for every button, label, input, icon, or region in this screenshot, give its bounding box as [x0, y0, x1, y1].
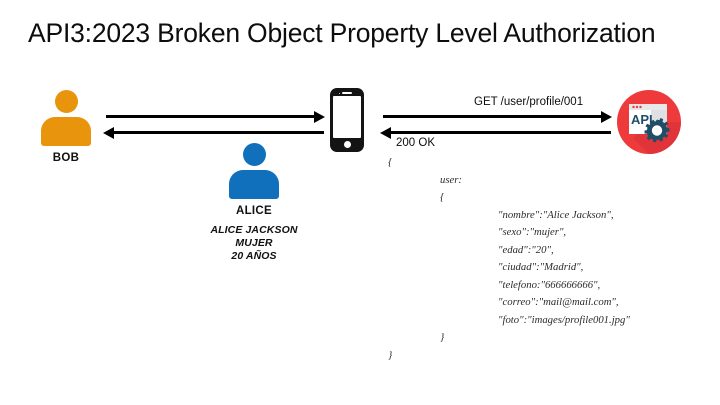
phone-to-server-request-arrow-line — [383, 115, 603, 118]
api-server-icon: API — [615, 88, 683, 156]
bob-head-icon — [55, 90, 78, 113]
response-json-line: "ciudad":"Madrid", — [498, 261, 584, 273]
response-json-line: { — [388, 156, 393, 168]
actor-alice-detail-name: ALICE JACKSON — [210, 224, 298, 236]
response-json-line: { — [440, 191, 445, 203]
phone-speaker-icon — [342, 92, 352, 95]
bob-to-phone-request-arrow-line — [106, 115, 316, 118]
response-json-body: { user: { "nombre":"Alice Jackson", "sexo":"… — [388, 154, 708, 364]
response-json-line: } — [440, 331, 445, 343]
response-json-line: } — [388, 348, 393, 361]
alice-head-icon — [243, 143, 266, 166]
phone-to-bob-response-arrow-line — [114, 131, 324, 134]
server-to-phone-response-arrow-head — [380, 126, 391, 139]
actor-alice-detail-age: 20 AÑOS — [231, 250, 277, 262]
page-title: API3:2023 Broken Object Property Level A… — [28, 18, 656, 48]
phone-screen — [333, 96, 361, 138]
svg-text:API: API — [631, 112, 653, 127]
request-label: GET /user/profile/001 — [474, 96, 584, 108]
response-label: 200 OK — [396, 137, 435, 149]
actor-alice-detail-gender: MUJER — [235, 237, 273, 249]
phone-to-server-request-arrow-head — [601, 110, 612, 123]
bob-body-icon — [41, 117, 91, 146]
response-json-line: "foto":"images/profile001.jpg" — [498, 313, 630, 326]
response-json-line: "nombre":"Alice Jackson", — [498, 208, 614, 221]
response-json-line: "correo":"mail@mail.com", — [498, 296, 619, 308]
response-json-line: "sexo":"mujer", — [498, 226, 567, 238]
actor-alice — [226, 143, 282, 199]
bob-to-phone-request-arrow-head — [314, 110, 325, 123]
response-json-line: "edad":"20", — [498, 243, 554, 256]
phone-to-bob-response-arrow-head — [103, 126, 114, 139]
smartphone-icon — [330, 88, 364, 152]
phone-camera-icon — [338, 92, 341, 95]
actor-bob-label: BOB — [52, 152, 80, 164]
response-json-line: user: — [440, 173, 462, 186]
actor-bob — [38, 90, 94, 146]
response-json-line: "telefono:"666666666", — [498, 278, 601, 291]
server-to-phone-response-arrow-line — [391, 131, 611, 134]
phone-home-button-icon — [343, 141, 351, 148]
alice-body-icon — [229, 170, 279, 199]
actor-alice-label: ALICE — [236, 205, 272, 217]
